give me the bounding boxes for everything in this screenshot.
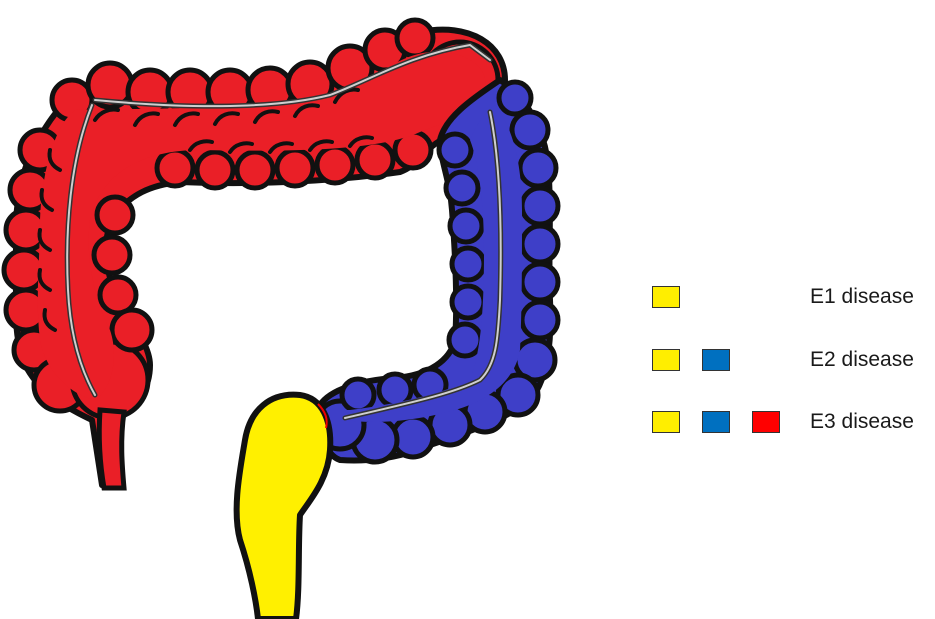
haustra-bump <box>522 188 558 224</box>
legend-label: E3 disease <box>810 408 914 436</box>
haustra-bump <box>499 82 531 114</box>
haustra-bump <box>157 150 193 186</box>
legend-label: E2 disease <box>810 346 914 374</box>
haustra-bump <box>94 237 130 273</box>
haustra-bump <box>452 248 484 280</box>
haustra-bump <box>397 20 433 56</box>
haustra-bump <box>357 142 393 178</box>
haustra-bump <box>237 152 273 188</box>
legend-swatch-e2 <box>702 349 730 371</box>
haustra-bump <box>439 134 471 166</box>
legend-row: E3 disease <box>0 408 935 442</box>
haustra-bump <box>97 197 133 233</box>
haustra-bump <box>197 152 233 188</box>
haustra-bump <box>342 379 374 411</box>
legend-swatch-e1 <box>652 349 680 371</box>
legend-swatch-e1 <box>652 411 680 433</box>
legend-swatch-e2 <box>702 411 730 433</box>
haustra-bump <box>450 210 482 242</box>
haustra-bump <box>522 226 558 262</box>
legend-row: E2 disease <box>0 346 935 380</box>
haustra-bump <box>446 172 478 204</box>
legend-row: E1 disease <box>0 283 935 317</box>
haustra-bump <box>520 150 556 186</box>
legend-label: E1 disease <box>810 283 914 311</box>
legend-swatch-e3 <box>752 411 780 433</box>
legend-swatch-e1 <box>652 286 680 308</box>
haustra-bump <box>277 150 313 186</box>
haustra-bump <box>317 147 353 183</box>
haustra-bump <box>512 112 548 148</box>
